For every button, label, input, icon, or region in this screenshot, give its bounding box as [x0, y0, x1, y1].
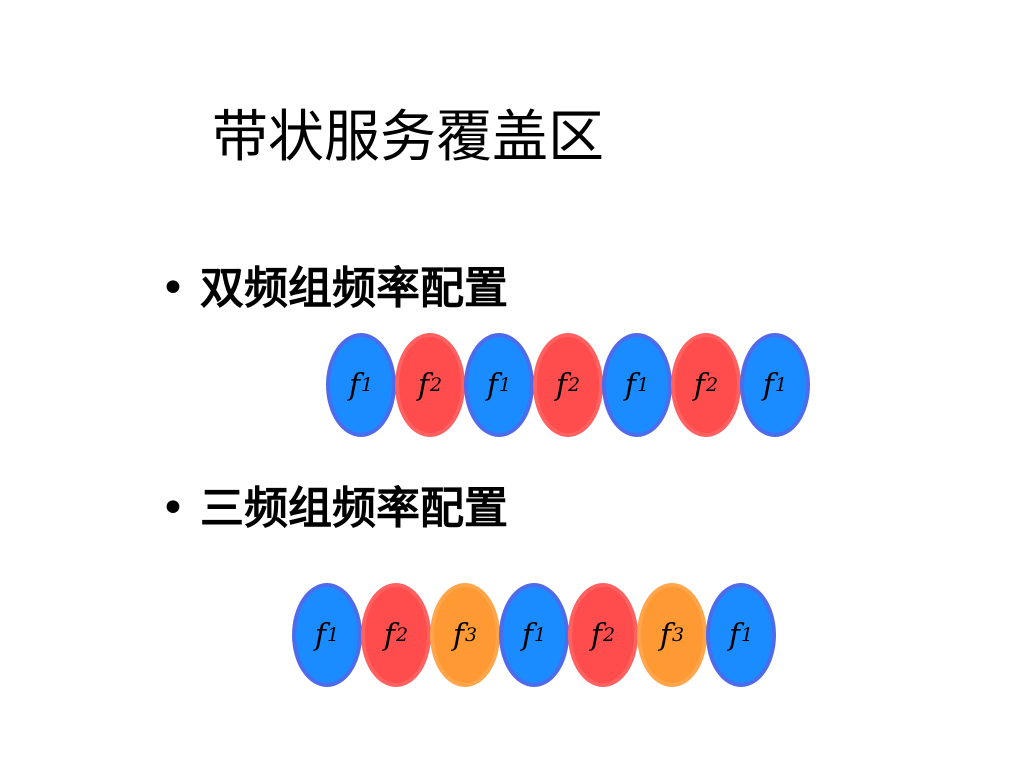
- frequency-letter: f: [452, 617, 464, 653]
- frequency-index: 2: [430, 374, 443, 396]
- bullet-dot: •: [160, 483, 186, 534]
- frequency-index: 1: [327, 624, 340, 646]
- frequency-letter: f: [555, 367, 567, 403]
- frequency-index: 2: [568, 374, 581, 396]
- frequency-index: 1: [499, 374, 512, 396]
- frequency-index: 3: [465, 624, 478, 646]
- frequency-letter: f: [486, 367, 498, 403]
- frequency-letter: f: [693, 367, 705, 403]
- frequency-letter: f: [659, 617, 671, 653]
- frequency-letter: f: [728, 617, 740, 653]
- frequency-index: 1: [361, 374, 374, 396]
- frequency-letter: f: [521, 617, 533, 653]
- frequency-index: 1: [775, 374, 788, 396]
- frequency-letter: f: [314, 617, 326, 653]
- frequency-letter: f: [348, 367, 360, 403]
- frequency-index: 2: [706, 374, 719, 396]
- frequency-letter: f: [624, 367, 636, 403]
- bullet-triple-frequency: • 三频组频率配置: [160, 472, 508, 536]
- frequency-letter: f: [590, 617, 602, 653]
- frequency-index: 2: [396, 624, 409, 646]
- frequency-index: 1: [534, 624, 547, 646]
- frequency-index: 2: [603, 624, 616, 646]
- bullet-dot: •: [160, 263, 186, 314]
- bullet-dual-frequency: • 双频组频率配置: [160, 252, 508, 316]
- frequency-letter: f: [762, 367, 774, 403]
- bullet-label: 三频组频率配置: [200, 483, 508, 534]
- frequency-letter: f: [417, 367, 429, 403]
- frequency-index: 1: [637, 374, 650, 396]
- bullet-label: 双频组频率配置: [200, 263, 508, 314]
- frequency-index: 3: [672, 624, 685, 646]
- slide-title: 带状服务覆盖区: [212, 105, 604, 170]
- frequency-index: 1: [741, 624, 754, 646]
- frequency-letter: f: [383, 617, 395, 653]
